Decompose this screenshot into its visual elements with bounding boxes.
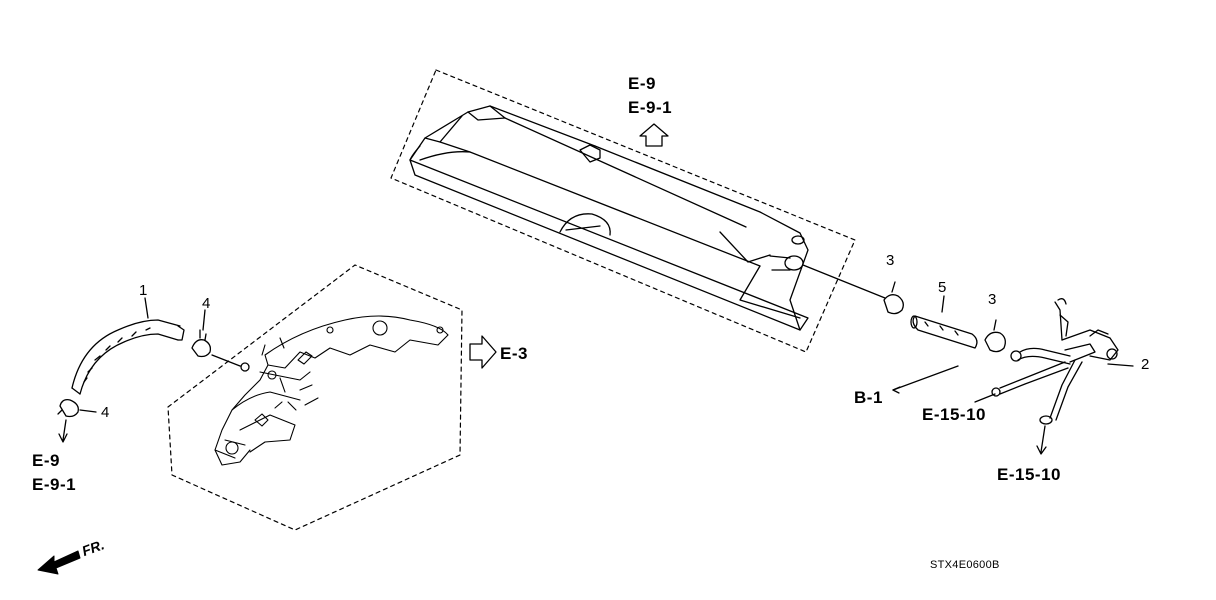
cover-leader bbox=[802, 264, 886, 299]
hose-clamp-top bbox=[191, 329, 250, 372]
cover-dashed-outline bbox=[390, 69, 856, 353]
right-arrow-icon bbox=[469, 335, 497, 369]
hose-clamp-3a bbox=[883, 281, 904, 315]
down-arrow-right bbox=[1036, 425, 1047, 455]
manifold-dashed-outline bbox=[167, 264, 463, 531]
front-arrow-icon bbox=[37, 550, 81, 575]
ref-e1510-b[interactable]: E-15-10 bbox=[997, 465, 1061, 484]
intake-cover-part bbox=[409, 105, 809, 331]
part-number-3-right[interactable]: 3 bbox=[988, 291, 997, 308]
leader-5 bbox=[941, 295, 945, 313]
ref-b1[interactable]: B-1 bbox=[854, 388, 883, 407]
ref-e9-left[interactable]: E-9 bbox=[32, 451, 60, 470]
part-number-2[interactable]: 2 bbox=[1141, 356, 1150, 373]
hose-clamp-3b bbox=[984, 319, 1006, 353]
part-number-5[interactable]: 5 bbox=[938, 279, 947, 296]
ref-e1510-a[interactable]: E-15-10 bbox=[922, 405, 986, 424]
leader-4a bbox=[202, 309, 206, 331]
part-number-1[interactable]: 1 bbox=[139, 282, 148, 299]
breather-hose-part bbox=[71, 319, 185, 395]
hose-clamp-bottom bbox=[57, 398, 79, 418]
down-arrow-left bbox=[58, 419, 68, 443]
leader-1 bbox=[144, 297, 149, 319]
up-arrow-icon bbox=[639, 123, 669, 147]
part-number-4-bottom[interactable]: 4 bbox=[101, 404, 110, 421]
part-number-3-left[interactable]: 3 bbox=[886, 252, 895, 269]
drawing-code: STX4E0600B bbox=[930, 559, 1000, 571]
intake-manifold-part bbox=[214, 315, 449, 466]
short-hose-part bbox=[910, 315, 978, 349]
leader-b1 bbox=[892, 365, 959, 391]
ref-e91-left[interactable]: E-9-1 bbox=[32, 475, 77, 494]
breather-pipe-bracket-part bbox=[991, 298, 1119, 425]
part-number-4-top[interactable]: 4 bbox=[202, 295, 211, 312]
leader-b1-arrow bbox=[892, 386, 901, 394]
ref-e9-top[interactable]: E-9 bbox=[628, 74, 656, 93]
hose-to-manifold-leader bbox=[211, 354, 241, 367]
ref-e91-top[interactable]: E-9-1 bbox=[628, 98, 673, 117]
leader-4b bbox=[79, 409, 97, 413]
leader-e1510a bbox=[974, 393, 996, 403]
leader-2 bbox=[1107, 363, 1134, 367]
ref-e3[interactable]: E-3 bbox=[500, 344, 528, 363]
